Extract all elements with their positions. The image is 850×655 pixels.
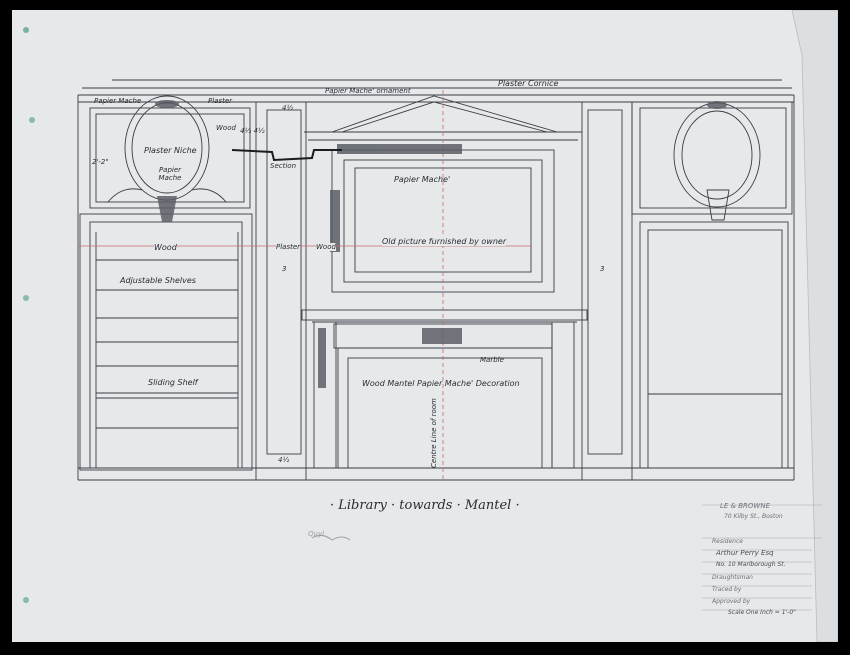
title-block-line-3: Approved by bbox=[712, 598, 751, 605]
label-dim-left: 2'-2" bbox=[92, 158, 109, 166]
label-wood-small: Wood bbox=[216, 124, 236, 132]
label-marble: Marble bbox=[480, 356, 504, 364]
pin-mark-2 bbox=[29, 117, 35, 123]
title-block-line-2: Traced by bbox=[712, 586, 742, 593]
label-papier-mache-niche: Papier Mache bbox=[158, 166, 182, 182]
pin-mark-4 bbox=[23, 597, 29, 603]
leader-ink-line bbox=[231, 149, 342, 162]
label-center-line: Centre Line of room bbox=[430, 398, 438, 468]
title-block-firm: LE & BROWNE bbox=[720, 502, 770, 510]
label-section: Section bbox=[270, 162, 297, 170]
label-papier-mache-ornament: Papier Mache' ornament bbox=[325, 87, 411, 95]
label-wood-mid: Wood bbox=[316, 243, 336, 251]
drawing-title: · Library · towards · Mantel · bbox=[330, 498, 520, 513]
title-block-line-1: Draughtsman bbox=[712, 574, 753, 581]
pencil-note: Quyl bbox=[308, 530, 325, 538]
elevation-drawing bbox=[23, 10, 838, 642]
label-dim-4-bottom: 4½ bbox=[278, 456, 290, 464]
label-adjustable-shelves: Adjustable Shelves bbox=[120, 276, 196, 285]
title-block-street: No. 10 Marlborough St. bbox=[716, 561, 786, 568]
title-block-scale: Scale One Inch = 1'-0" bbox=[728, 609, 796, 616]
pin-mark-1 bbox=[23, 27, 29, 33]
title-block-address: 70 Kilby St., Boston bbox=[724, 513, 783, 520]
pin-mark-3 bbox=[23, 295, 29, 301]
label-old-picture: Old picture furnished by owner bbox=[382, 237, 507, 246]
title-block-client: Arthur Perry Esq bbox=[716, 549, 774, 557]
label-papier-mache-center: Papier Mache' bbox=[394, 175, 451, 184]
title-block-residence: Residence bbox=[712, 538, 743, 545]
pencil-note-scribble bbox=[311, 534, 351, 541]
label-dim-4-4: 4½ 4½ bbox=[240, 127, 265, 135]
drawing-sheet: Papier Mache Plaster Wood 4½ 4½ Papier M… bbox=[12, 10, 838, 642]
label-dim-4-topcol: 4½ bbox=[282, 104, 294, 112]
folded-paper-edge bbox=[791, 10, 838, 642]
label-plaster-niche: Plaster Niche bbox=[144, 146, 197, 155]
label-wood-mantel: Wood Mantel Papier Mache' Decoration bbox=[362, 379, 520, 388]
label-plaster-top: Plaster bbox=[208, 97, 233, 105]
label-dim-3-left: 3 bbox=[282, 265, 287, 273]
label-dim-3-right: 3 bbox=[600, 265, 605, 273]
label-plaster-cornice: Plaster Cornice bbox=[498, 79, 559, 88]
label-plaster-mid: Plaster bbox=[276, 243, 301, 251]
label-wood-left: Wood bbox=[154, 243, 177, 252]
label-papier-mache-top: Papier Mache bbox=[94, 97, 142, 105]
label-sliding-shelf: Sliding Shelf bbox=[148, 378, 198, 387]
